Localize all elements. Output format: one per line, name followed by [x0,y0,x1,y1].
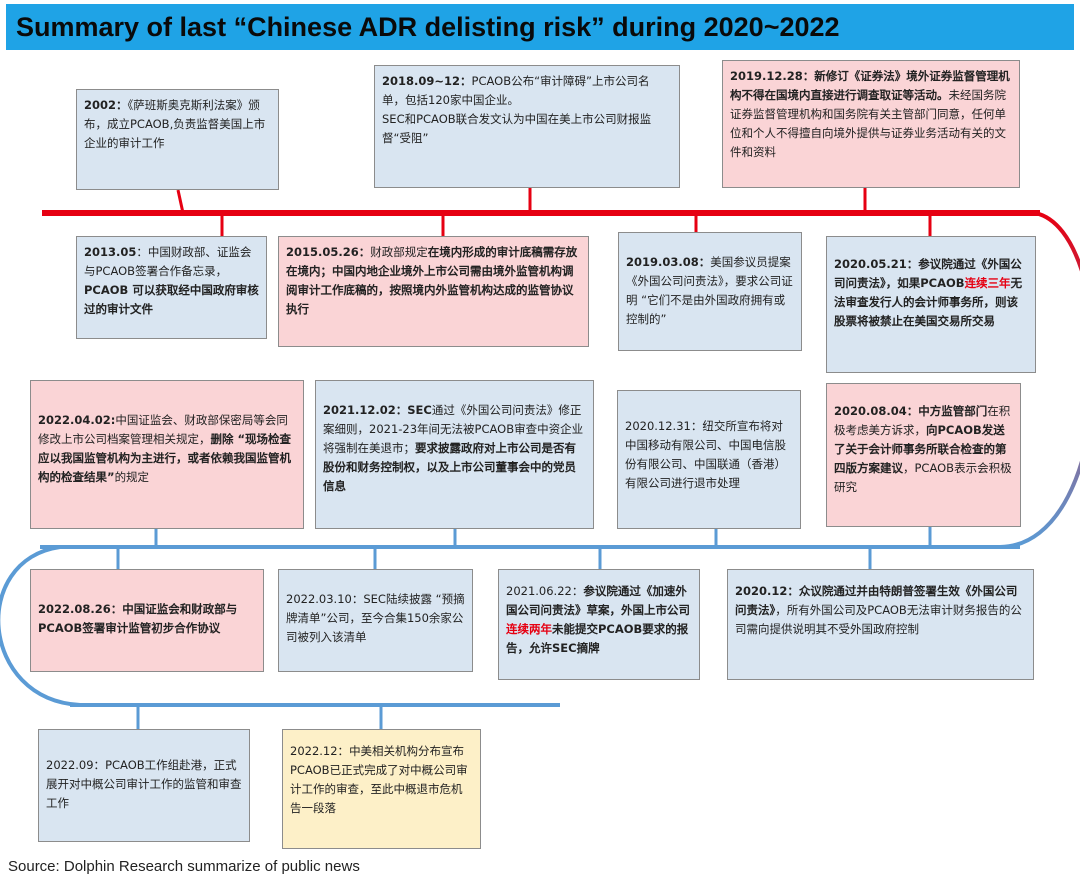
event-2022-03: 2022.03.10：SEC陆续披露 “预摘牌清单”公司，至今合集150余家公司… [278,569,473,672]
event-2020-05: 2020.05.21：参议院通过《外国公司问责法》，如果PCAOB连续三年无法审… [826,236,1036,373]
event-2015: 2015.05.26：财政部规定在境内形成的审计底稿需存放在境内；中国内地企业境… [278,236,589,347]
event-2022-08: 2022.08.26：中国证监会和财政部与PCAOB签署审计监管初步合作协议 [30,569,264,672]
title-bar: Summary of last “Chinese ADR delisting r… [6,4,1074,50]
event-2019-03: 2019.03.08：美国参议员提案《外国公司问责法》，要求公司证明 “它们不是… [618,232,802,351]
event-2018: 2018.09~12：PCAOB公布“审计障碍”上市公司名单，包括120家中国企… [374,65,680,188]
event-2020-12-31: 2020.12.31：纽交所宣布将对中国移动有限公司、中国电信股份有限公司、中国… [617,390,801,529]
timeline-curve-right [999,211,1080,549]
event-2022-04: 2022.04.02:中国证监会、财政部保密局等会同修改上市公司档案管理相关规定… [30,380,304,529]
event-2021-06: 2021.06.22：参议院通过《加速外国公司问责法》草案，外国上市公司连续两年… [498,569,700,680]
event-2020-08: 2020.08.04：中方监管部门在积极考虑美方诉求，向PCAOB发送了关于会计… [826,383,1021,527]
event-2021-12: 2021.12.02：SEC通过《外国公司问责法》修正案细则，2021-23年间… [315,380,594,529]
event-2022-09: 2022.09：PCAOB工作组赴港，正式展开对中概公司审计工作的监管和审查工作 [38,729,250,842]
event-2002: 2002：《萨班斯奥克斯利法案》颁布，成立PCAOB,负责监督美国上市企业的审计… [76,89,279,190]
event-2020-12: 2020.12：众议院通过并由特朗普签署生效《外国公司问责法》，所有外国公司及P… [727,569,1034,680]
source-note: Source: Dolphin Research summarize of pu… [8,858,360,875]
timeline-curve-left [0,545,81,707]
page-title: Summary of last “Chinese ADR delisting r… [16,11,840,42]
event-2013: 2013.05：中国财政部、证监会与PCAOB签署合作备忘录，PCAOB 可以获… [76,236,267,339]
event-2019-12: 2019.12.28：新修订《证券法》境外证券监督管理机构不得在国境内直接进行调… [722,60,1020,188]
event-2022-12: 2022.12：中美相关机构分布宣布PCAOB已正式完成了对中概公司审计工作的审… [282,729,481,849]
